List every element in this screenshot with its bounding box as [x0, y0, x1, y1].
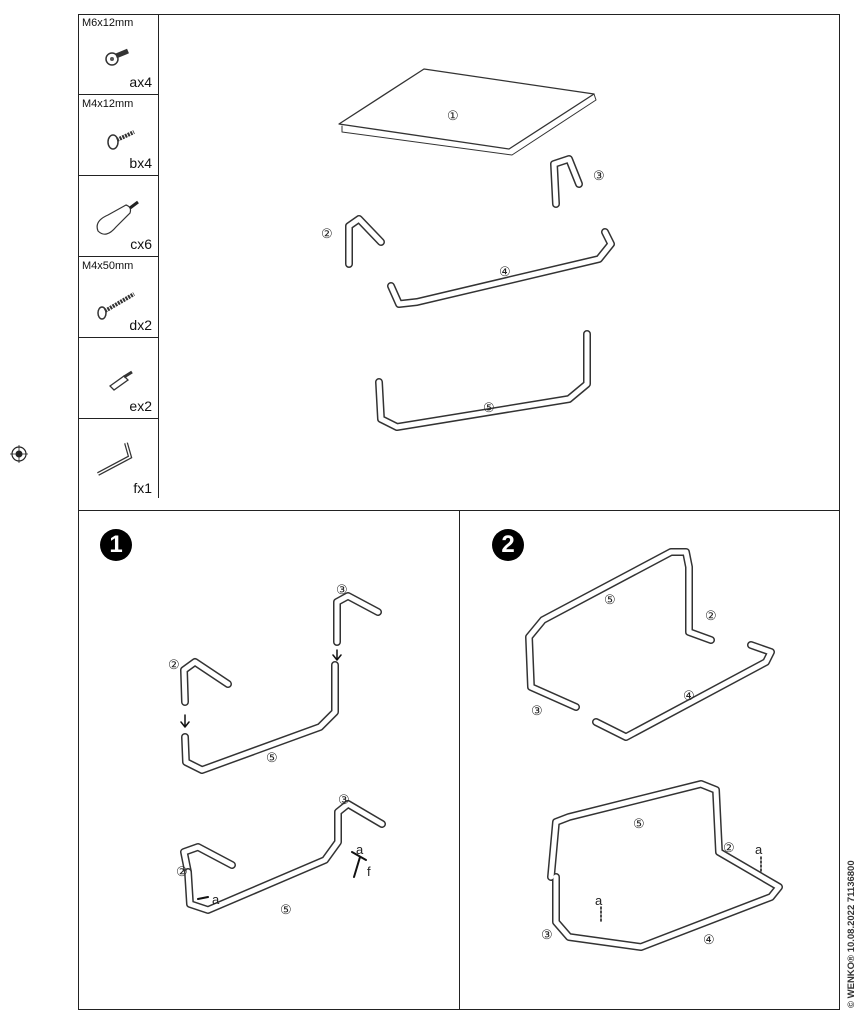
label-part-4: ④ — [703, 933, 715, 948]
label-part-2: ② — [723, 841, 735, 856]
label-screw-a: a — [212, 892, 220, 907]
part-qty: ex2 — [129, 398, 152, 414]
label-part-3: ③ — [338, 793, 350, 808]
part-b: M4x12mm bx4 — [78, 95, 158, 176]
label-part-5: ⑤ — [280, 903, 292, 918]
step-2-badge: 2 — [492, 529, 524, 561]
part-qty: dx2 — [129, 317, 152, 333]
part-f: fx1 — [78, 419, 158, 500]
part-spec: M4x50mm — [82, 260, 134, 272]
part-e: ex2 — [78, 338, 158, 419]
divider — [459, 510, 460, 1010]
parts-list: M6x12mm ax4 M4x12mm bx4 cx6 M4x50mm dx2 … — [78, 14, 159, 498]
wooden-foot-icon — [96, 200, 139, 235]
part-qty: cx6 — [130, 236, 152, 252]
label-screw-a: a — [595, 893, 603, 908]
allen-key-icon — [97, 442, 133, 476]
label-part-2: ② — [176, 865, 188, 880]
part-c: cx6 — [78, 176, 158, 257]
label-part-5: ⑤ — [604, 593, 616, 608]
frame-tube-5 — [375, 330, 591, 431]
label-part-2: ② — [321, 227, 333, 242]
frame-tube-2 — [345, 215, 385, 268]
label-screw-a: a — [755, 842, 763, 857]
part-d: M4x50mm dx2 — [78, 257, 158, 338]
label-part-3: ③ — [593, 169, 605, 184]
label-part-5: ⑤ — [266, 751, 278, 766]
exploded-view-diagram: ① ② ③ ④ ⑤ — [321, 68, 615, 431]
label-part-3: ③ — [531, 704, 543, 719]
label-screw-a: a — [356, 842, 364, 857]
part-qty: fx1 — [133, 480, 152, 496]
part-a: M6x12mm ax4 — [78, 14, 158, 95]
label-part-5: ⑤ — [633, 817, 645, 832]
step-2-diagram: ⑤ ② ③ ④ ⑤ ② ③ ④ a a — [525, 548, 783, 951]
label-part-1: ① — [447, 109, 459, 124]
part-spec: M6x12mm — [82, 17, 134, 29]
bolt-icon — [105, 48, 129, 66]
label-part-3: ③ — [336, 583, 348, 598]
label-part-2: ② — [705, 609, 717, 624]
footer-copyright: © WENKO® 10.08.2022 71136800 — [846, 860, 857, 1008]
label-allen-key-f: f — [367, 864, 371, 879]
step-1-diagram: ③ ② ⑤ ③ ② ⑤ a a f — [168, 583, 386, 918]
frame-tube-3 — [550, 155, 583, 208]
label-part-3: ③ — [541, 928, 553, 943]
registration-mark-icon — [10, 445, 28, 463]
label-part-4: ④ — [683, 689, 695, 704]
label-part-5: ⑤ — [483, 401, 495, 416]
step-1-badge: 1 — [100, 529, 132, 561]
part-qty: bx4 — [129, 155, 152, 171]
label-part-4: ④ — [499, 265, 511, 280]
part-qty: ax4 — [129, 74, 152, 90]
part-spec: M4x12mm — [82, 98, 134, 110]
long-screw-icon — [97, 292, 136, 320]
screw-icon — [107, 130, 135, 150]
label-part-2: ② — [168, 658, 180, 673]
wall-plug-icon — [108, 370, 133, 391]
frame-tube-4 — [387, 228, 615, 308]
